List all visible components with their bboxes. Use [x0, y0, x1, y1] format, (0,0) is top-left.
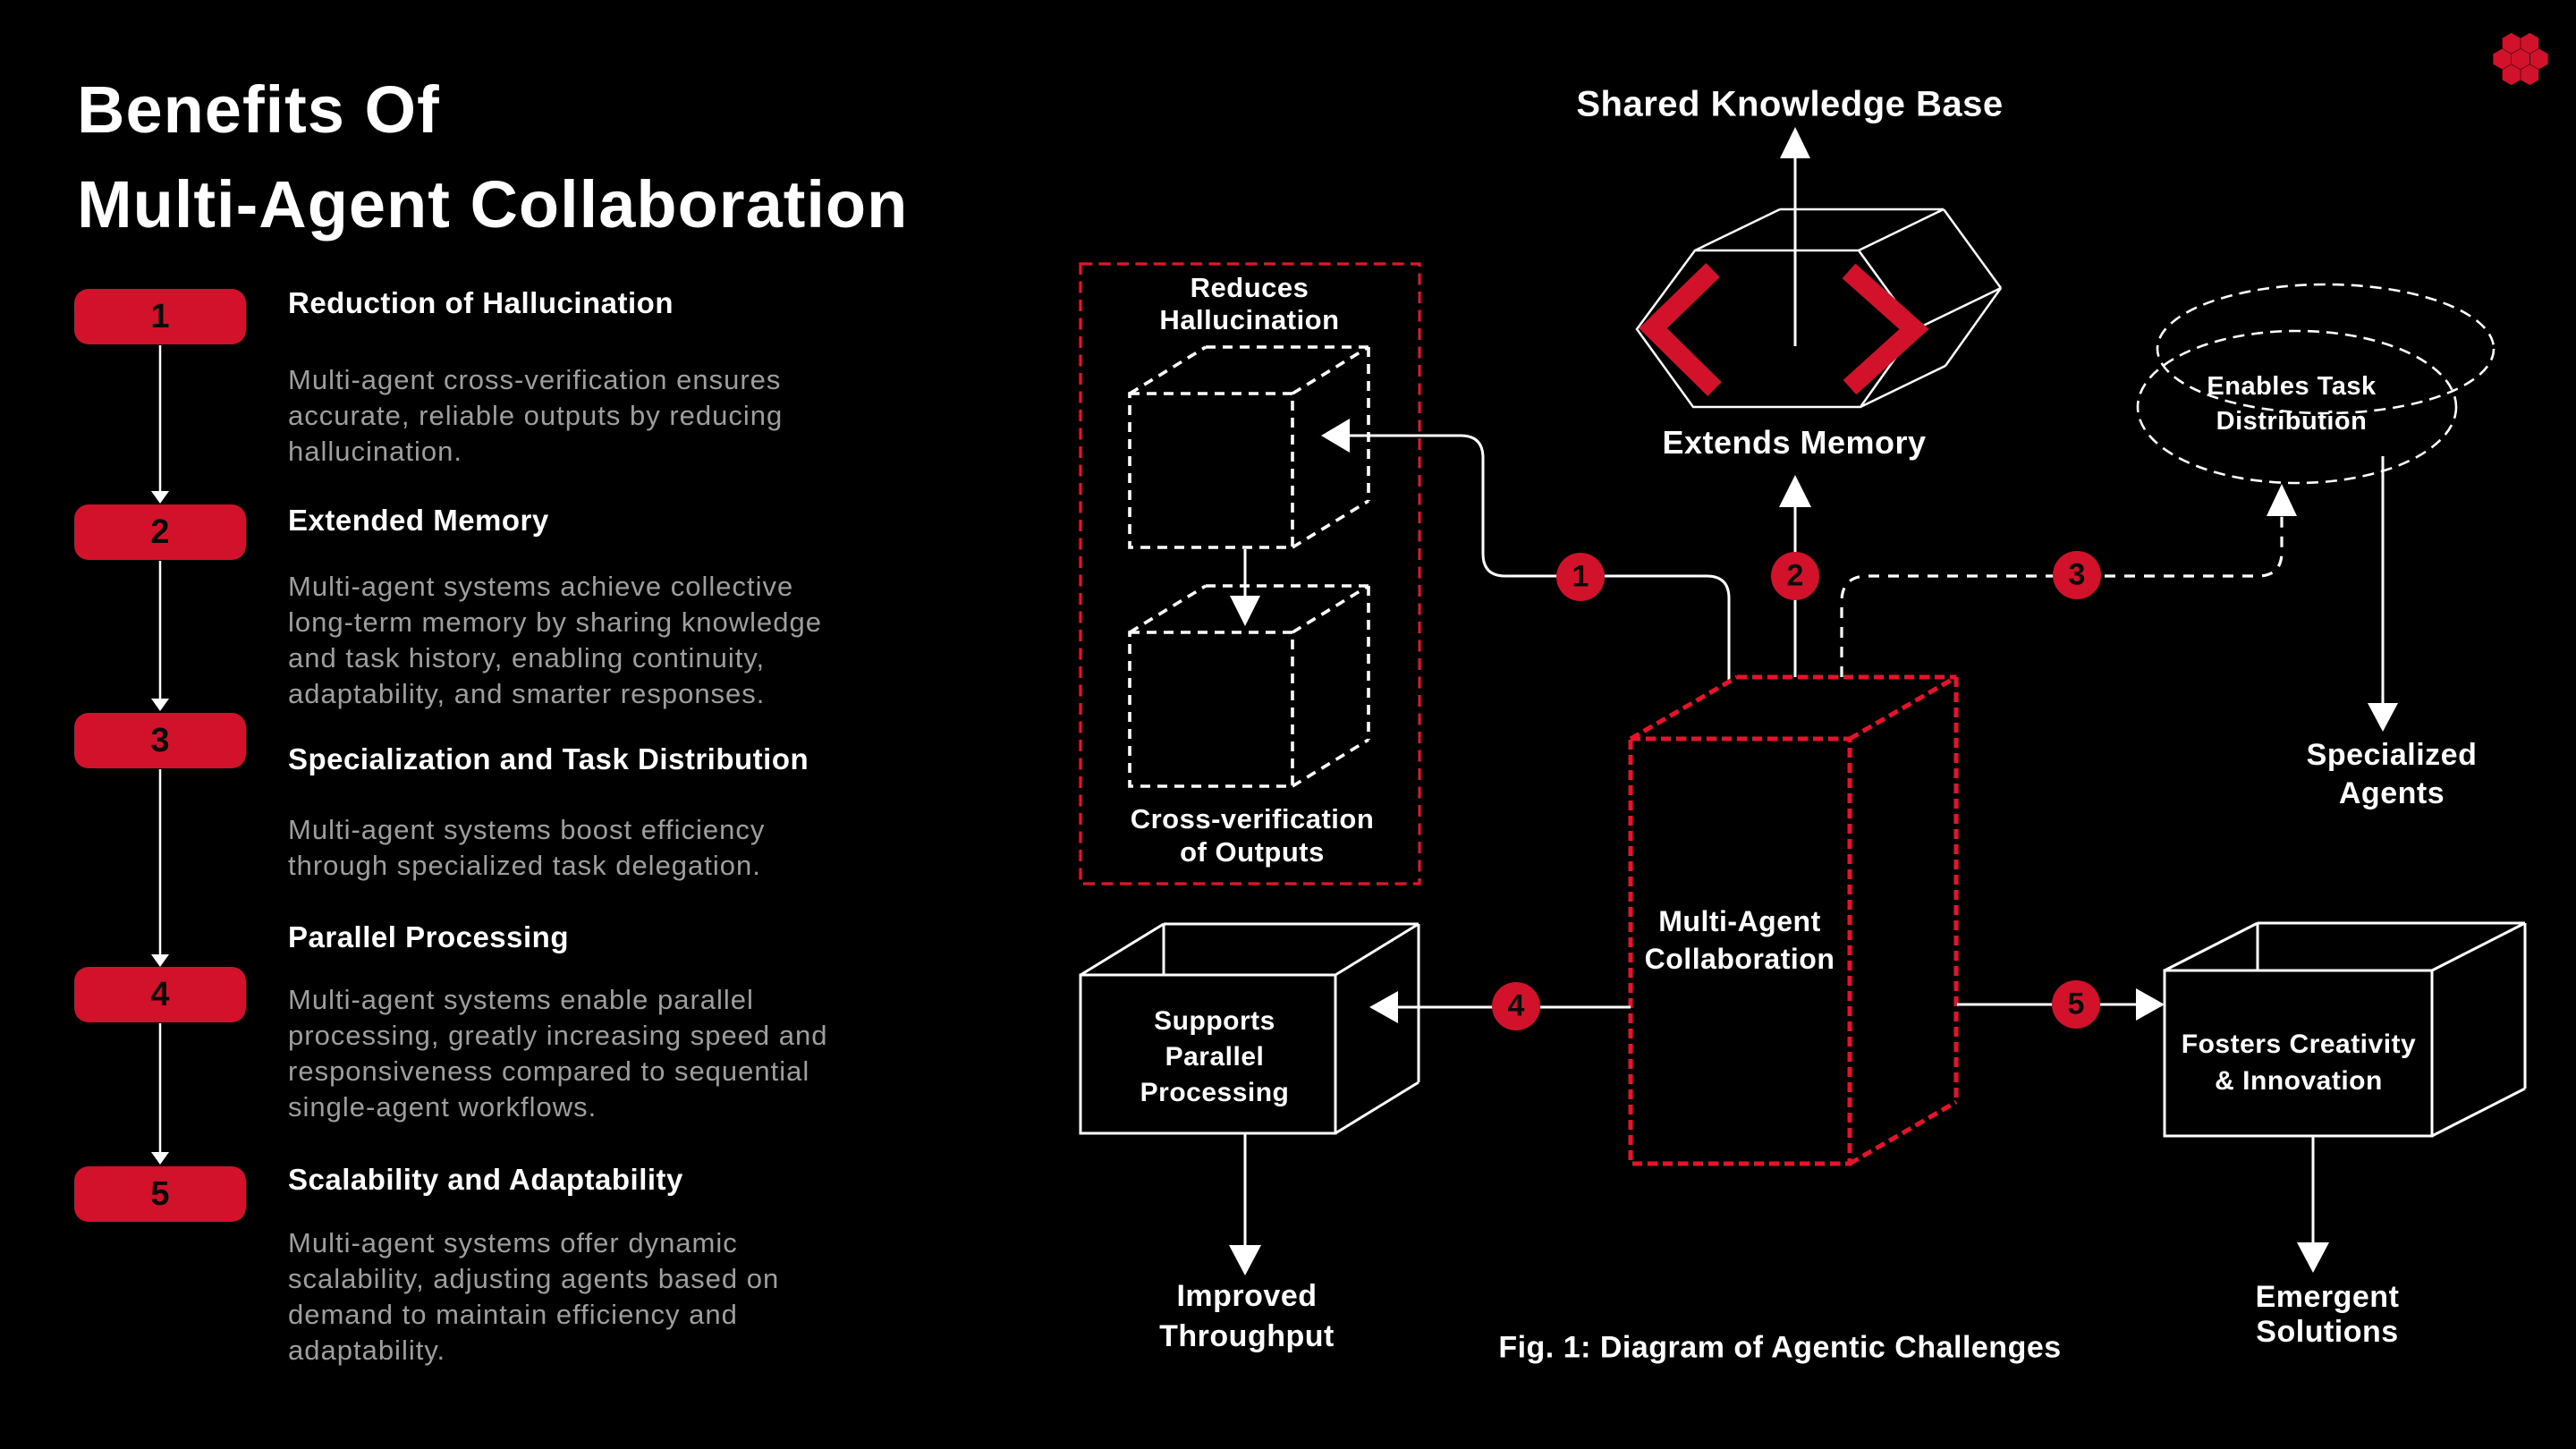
step-pill-1: 1 — [74, 289, 246, 344]
label-fosters-creativity: Fosters Creativity & Innovation — [2181, 1030, 2417, 1096]
label-specialized-agents: Specialized Agents — [2306, 738, 2478, 810]
label-cross-verification: Cross-verification of Outputs — [1130, 803, 1375, 868]
badge-number-3: 3 — [2068, 557, 2086, 592]
step-number-3: 3 — [150, 721, 170, 759]
badge-number-5: 5 — [2067, 987, 2085, 1021]
page-title: Benefits Of Multi-Agent Collaboration — [77, 72, 909, 242]
label-emergent-solutions: Emergent Solutions — [2255, 1280, 2400, 1349]
badge-number-2: 2 — [1786, 558, 1804, 593]
pill-arrowheads — [151, 491, 169, 1165]
benefit-body-3: Multi-agent systems boost efficiency thr… — [288, 814, 766, 881]
benefit-body-1: Multi-agent cross-verification ensures a… — [288, 364, 784, 467]
step-pill-4: 4 — [74, 967, 246, 1022]
skb-arrowhead — [1780, 127, 1810, 158]
step-pill-3: 3 — [74, 713, 246, 768]
benefit-heading-2: Extended Memory — [288, 504, 549, 537]
cube-bottom-icon — [1128, 584, 1370, 788]
connector-3 — [1840, 495, 2284, 677]
hexagon-prism-icon — [1635, 208, 2003, 409]
connector-1-arrowhead — [1321, 419, 1350, 453]
benefit-heading-5: Scalability and Adaptability — [288, 1163, 683, 1196]
ellipse-back-icon — [2156, 283, 2496, 415]
open-box-left-icon — [1079, 922, 1420, 1135]
benefit-heading-1: Reduction of Hallucination — [288, 286, 674, 319]
reduces-hallucination-frame — [1079, 262, 1421, 886]
benefit-heading-4: Parallel Processing — [288, 920, 569, 953]
open-box-right-icon — [2163, 921, 2527, 1138]
emergent-arrowhead — [2297, 1242, 2329, 1273]
connector-5-arrowhead — [2136, 988, 2165, 1021]
badge-number-4: 4 — [1507, 988, 1525, 1023]
figure-caption: Fig. 1: Diagram of Agentic Challenges — [1498, 1330, 2062, 1365]
benefit-body-5: Multi-agent systems offer dynamic scalab… — [288, 1227, 780, 1366]
step-number-5: 5 — [150, 1174, 170, 1213]
connector-3-arrowhead — [2267, 484, 2297, 516]
benefit-body-4: Multi-agent systems enable parallel proc… — [288, 984, 828, 1123]
cube-top-icon — [1128, 345, 1370, 549]
specialized-arrowhead — [2368, 703, 2398, 732]
multi-agent-box-icon — [1628, 674, 1959, 1166]
angle-brackets-icon — [1639, 263, 1929, 396]
connector-1 — [1350, 434, 1731, 682]
label-improved-throughput: Improved Throughput — [1159, 1279, 1335, 1353]
benefit-heading-3: Specialization and Task Distribution — [288, 742, 809, 775]
step-number-1: 1 — [150, 297, 170, 335]
benefit-body-2: Multi-agent systems achieve collective l… — [288, 571, 822, 709]
label-reduces-hallucination: Reduces Hallucination — [1159, 272, 1340, 335]
badge-circles — [1492, 551, 2101, 1030]
label-extends-memory: Extends Memory — [1662, 424, 1927, 461]
label-enables-task-distribution: Enables Task Distribution — [2207, 372, 2377, 436]
step-number-2: 2 — [150, 513, 170, 551]
cube-arrowhead — [1230, 596, 1260, 626]
ellipse-front-icon — [2136, 329, 2458, 485]
connector-4-arrowhead — [1369, 991, 1398, 1023]
step-number-4: 4 — [150, 975, 170, 1013]
step-pill-2: 2 — [74, 504, 246, 560]
flower-hexagon-logo — [2493, 32, 2548, 86]
connector-2-arrowhead — [1779, 475, 1811, 507]
step-pill-5: 5 — [74, 1166, 246, 1222]
improved-arrowhead — [1229, 1245, 1261, 1275]
label-supports-parallel-processing: Supports Parallel Processing — [1140, 1006, 1290, 1107]
label-shared-knowledge-base: Shared Knowledge Base — [1576, 84, 2004, 124]
label-multi-agent-collaboration: Multi-Agent Collaboration — [1644, 905, 1835, 975]
badge-number-1: 1 — [1572, 559, 1589, 594]
